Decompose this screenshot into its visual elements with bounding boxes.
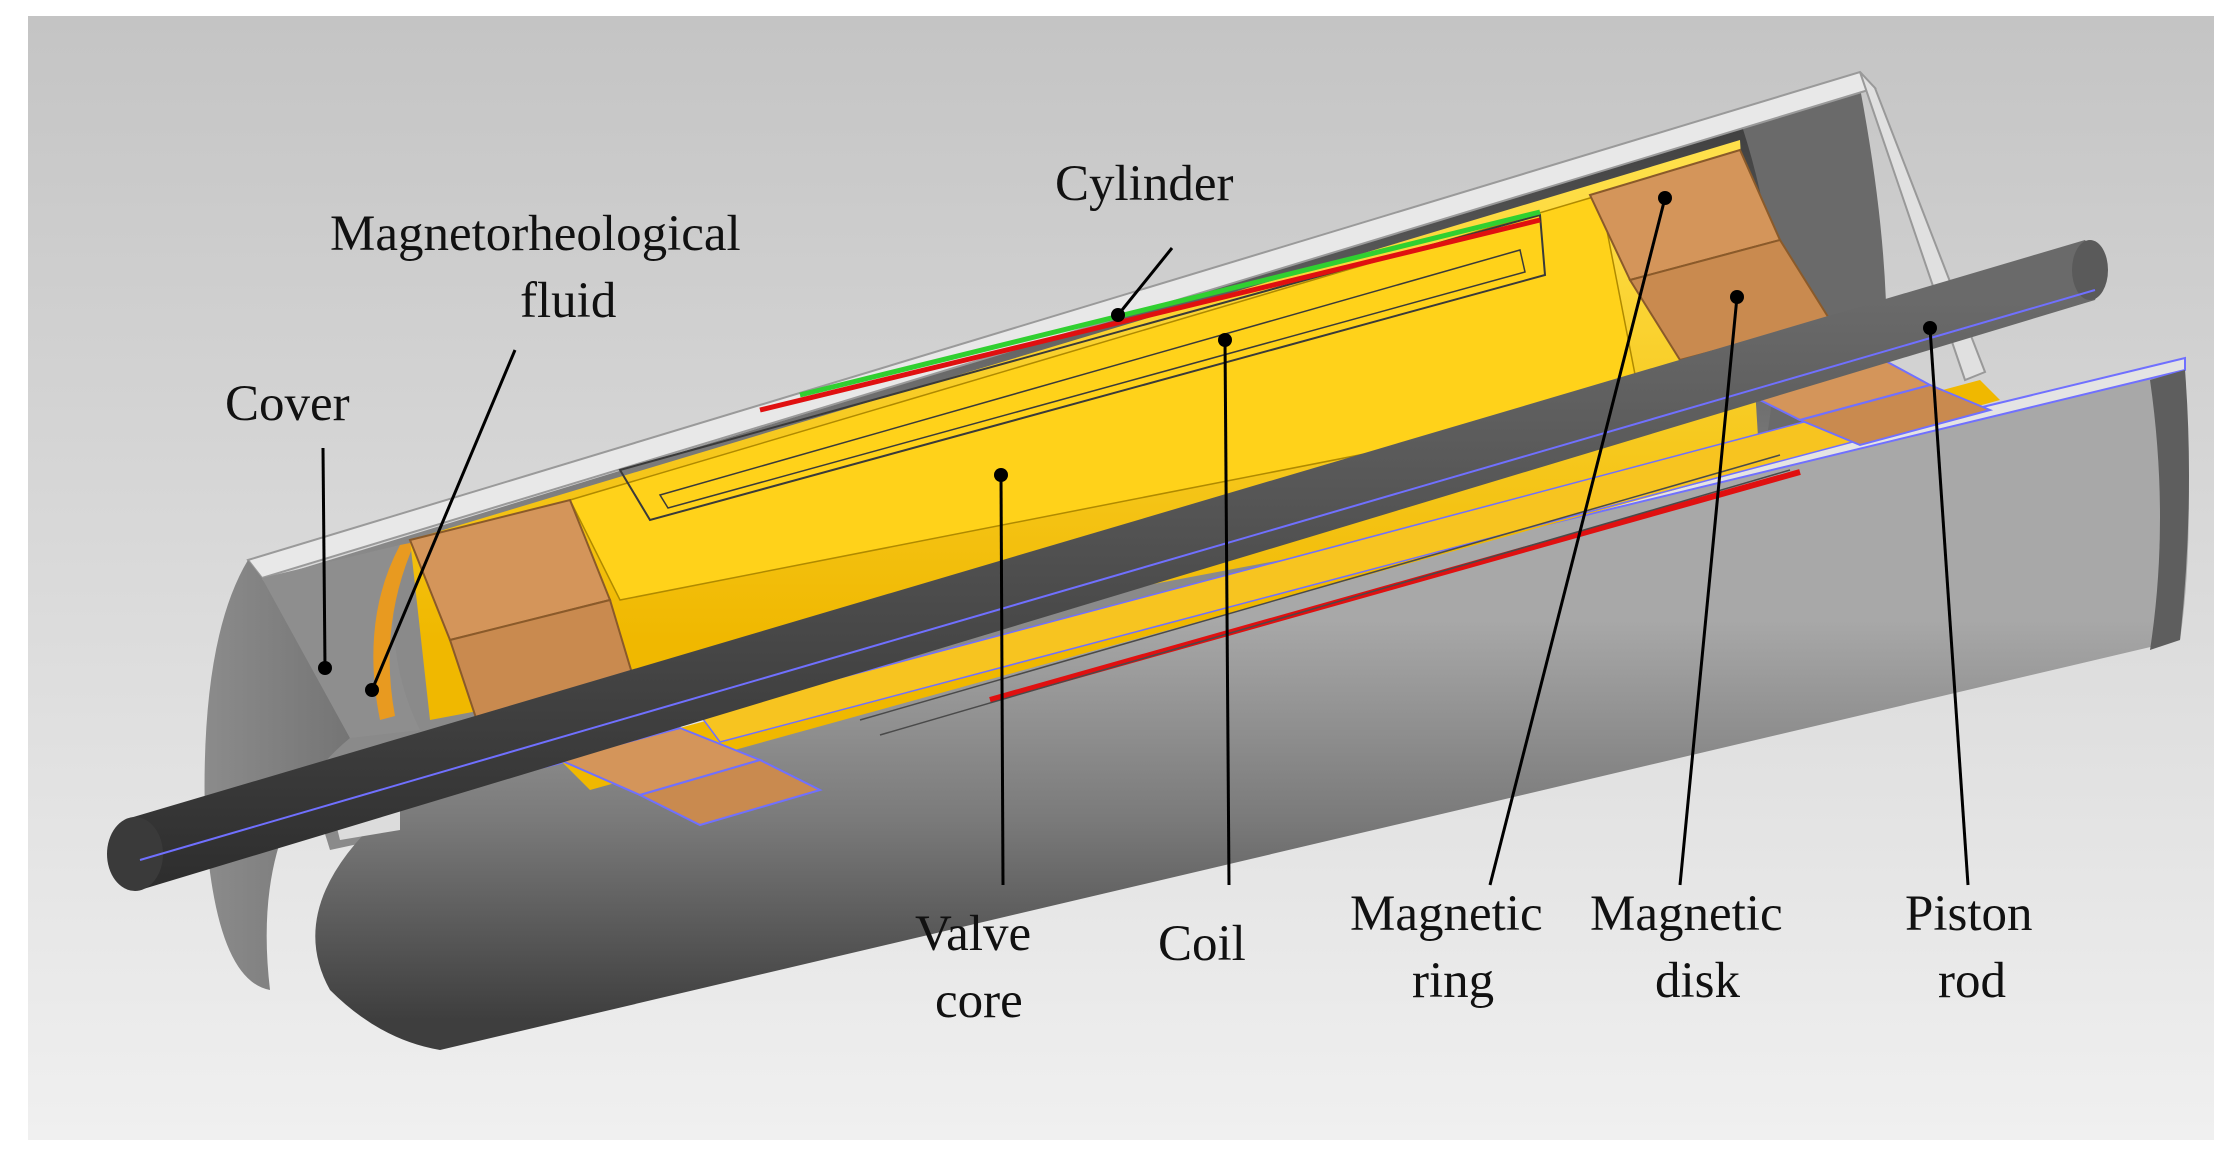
coil-slot-outline-inner [658,249,1526,509]
leader-dots [318,191,1937,697]
label-piston-rod-line1: Piston [1905,886,2033,942]
label-valve-core-line2: core [935,973,1023,1029]
label-coil: Coil [1158,916,1246,972]
coil-slot-outline [618,213,1547,522]
cylinder-lower-shell [315,370,2189,1050]
label-magnetic-disk-line1: Magnetic [1590,886,1783,942]
label-magnetic-ring-line2: ring [1412,953,1494,1009]
leader-magnetic-ring [1488,197,1667,886]
coil-lower-red [989,469,1801,703]
coil-lower-outline [859,454,1791,736]
label-valve-core-line1: Valve [915,906,1031,962]
label-mr-fluid-line1: Magnetorheological [330,206,741,262]
piston-rod-left-end [107,817,163,891]
mr-fluid-ring [373,542,415,720]
label-piston-rod-line2: rod [1938,953,2006,1009]
leader-piston-rod [1928,327,1970,886]
leader-coil [1223,339,1231,886]
magnetic-disk-lower-right [1796,383,1994,447]
piston-rod-edge-line [139,289,2096,861]
label-cylinder: Cylinder [1055,156,1233,212]
label-cover: Cover [225,376,350,432]
leader-magnetic-disk [1678,296,1739,886]
leader-mr-fluid [370,349,517,691]
label-magnetic-disk-line2: disk [1655,953,1741,1009]
leader-lines [321,197,1970,886]
label-magnetic-ring-line1: Magnetic [1350,886,1543,942]
magnetic-ring-lower-left [637,758,823,827]
coil-upper-red [759,217,1541,413]
leader-valve-core [999,474,1005,886]
label-mr-fluid-line2: fluid [520,273,616,329]
leader-cover [321,447,327,669]
coil-upper-green [799,209,1541,398]
right-end-lower-cap [2150,370,2189,650]
leader-cylinder [1116,247,1174,316]
piston-rod [130,240,2101,890]
piston-rod-right-end [2072,240,2108,300]
